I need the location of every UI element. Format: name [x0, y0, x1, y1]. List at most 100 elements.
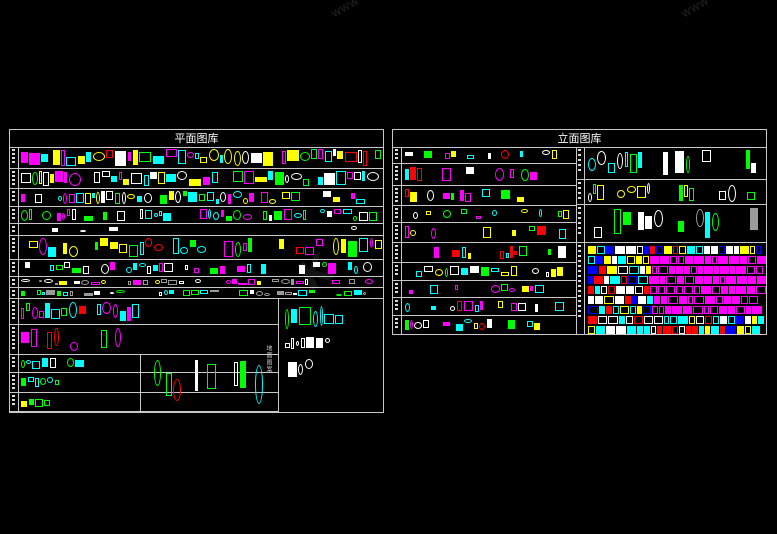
- cad-symbol: [233, 210, 241, 220]
- elevation-library-panel: 立面图库: [392, 129, 767, 335]
- cad-symbol: [63, 292, 68, 296]
- cad-symbol: [684, 286, 693, 294]
- cad-symbol: [594, 276, 603, 284]
- cad-symbol: [741, 296, 748, 304]
- cad-symbol: [652, 306, 658, 314]
- plan-lower-row: [10, 393, 278, 412]
- cad-symbol: [40, 378, 46, 385]
- cad-symbol: [588, 276, 593, 284]
- cad-symbol: [50, 358, 56, 368]
- elevation-symbol-row: [393, 223, 576, 243]
- cad-symbol: [626, 246, 636, 254]
- cad-symbol: [92, 193, 95, 198]
- cad-symbol: [61, 150, 65, 166]
- cad-symbol: [131, 173, 142, 184]
- cad-symbol: [705, 296, 715, 304]
- plan-lower-row: [10, 373, 278, 393]
- cad-symbol: [405, 152, 413, 156]
- cad-symbol: [200, 209, 207, 219]
- cad-symbol: [445, 268, 448, 277]
- cad-symbol: [756, 266, 763, 274]
- cad-symbol: [644, 326, 650, 334]
- cad-symbol: [106, 150, 113, 158]
- cad-symbol: [501, 190, 510, 199]
- cad-symbol: [637, 306, 642, 314]
- cad-symbol: [661, 296, 667, 304]
- cad-symbol: [512, 230, 516, 236]
- cad-symbol: [363, 151, 367, 166]
- cad-symbol: [291, 173, 302, 180]
- cad-symbol: [180, 247, 188, 254]
- elevation-symbol-row: [393, 147, 576, 164]
- cad-symbol: [479, 323, 485, 330]
- cad-symbol: [189, 179, 201, 186]
- cad-symbol: [47, 332, 52, 349]
- cad-symbol: [678, 256, 684, 264]
- cad-symbol: [255, 365, 263, 404]
- cad-symbol: [144, 175, 149, 186]
- cad-symbol: [510, 246, 513, 258]
- cad-symbol: [670, 316, 677, 324]
- cad-symbol: [85, 193, 91, 204]
- cad-symbol: [756, 246, 761, 254]
- cad-symbol: [718, 256, 728, 264]
- cad-symbol: [220, 192, 226, 202]
- cad-symbol: [279, 239, 284, 249]
- cad-symbol: [21, 291, 25, 296]
- cad-symbol: [212, 172, 218, 183]
- cad-symbol: [514, 251, 517, 255]
- cad-symbol: [234, 362, 238, 386]
- plan-lower-row: [10, 299, 278, 325]
- cad-symbol: [500, 251, 504, 259]
- cad-symbol: [57, 291, 61, 296]
- cad-symbol: [234, 151, 241, 166]
- cad-symbol: [745, 326, 751, 334]
- cad-symbol: [328, 263, 336, 274]
- plan-symbol-row: [10, 277, 383, 288]
- row-label-marks: [576, 180, 585, 204]
- cad-symbol: [63, 193, 67, 204]
- cad-symbol: [116, 290, 125, 293]
- cad-symbol: [588, 316, 597, 324]
- cad-symbol: [627, 186, 636, 193]
- cad-symbol: [417, 168, 422, 181]
- cad-symbol: [620, 306, 629, 314]
- cad-symbol: [195, 279, 201, 283]
- cad-symbol: [115, 193, 120, 204]
- cad-symbol: [106, 191, 113, 200]
- cad-symbol: [296, 341, 299, 346]
- cad-symbol: [159, 292, 162, 296]
- cad-symbol: [220, 266, 225, 274]
- cad-symbol: [221, 210, 224, 217]
- cad-symbol: [70, 291, 73, 296]
- cad-symbol: [324, 314, 334, 324]
- cad-symbol: [243, 198, 248, 204]
- cad-symbol: [173, 238, 179, 254]
- cad-symbol: [190, 240, 196, 247]
- cad-symbol: [752, 306, 762, 314]
- cad-symbol: [617, 153, 623, 169]
- cad-symbol: [588, 286, 594, 294]
- cad-symbol: [746, 306, 751, 314]
- cad-symbol: [405, 226, 409, 238]
- cad-symbol: [209, 149, 219, 161]
- cad-symbol: [557, 267, 563, 276]
- cad-symbol: [354, 266, 358, 274]
- cad-symbol: [269, 215, 272, 221]
- cad-symbol: [274, 211, 282, 220]
- cad-symbol: [203, 177, 210, 185]
- cad-symbol: [427, 190, 434, 201]
- cad-symbol: [21, 332, 29, 343]
- cad-symbol: [450, 306, 455, 311]
- cad-symbol: [93, 152, 105, 161]
- cad-symbol: [684, 266, 690, 274]
- cad-symbol: [740, 246, 749, 254]
- cad-symbol: [658, 266, 668, 274]
- cad-symbol: [595, 286, 600, 294]
- cad-symbol: [332, 280, 340, 284]
- cad-symbol: [529, 226, 535, 231]
- cad-symbol: [607, 266, 617, 274]
- elevation-symbol-row: [393, 164, 576, 186]
- cad-symbol: [670, 256, 677, 264]
- plan-symbol-row: [10, 260, 383, 277]
